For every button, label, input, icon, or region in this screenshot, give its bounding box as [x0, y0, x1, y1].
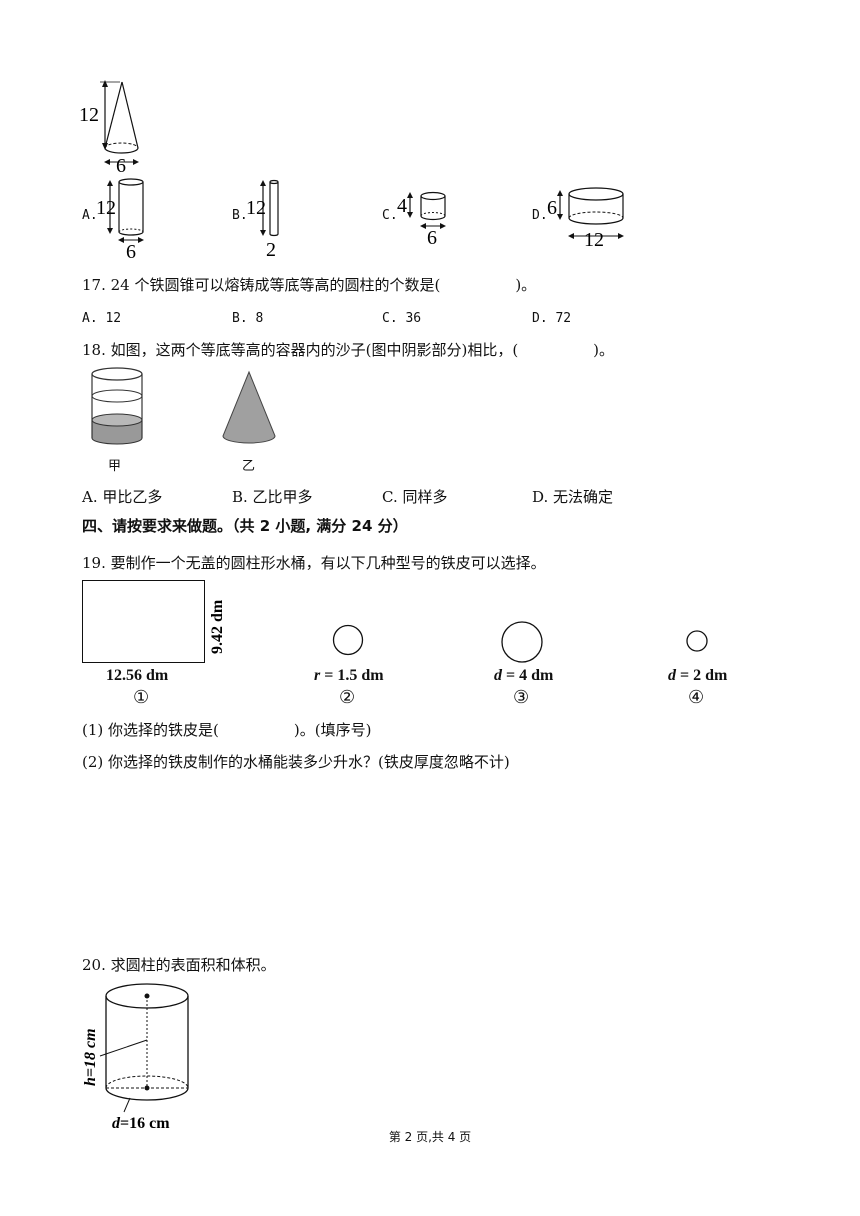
- cone-height-label: 12: [79, 104, 99, 126]
- q19-d4-val: = 2 dm: [676, 667, 728, 684]
- opt-a-width-label: 6: [126, 241, 136, 258]
- q19-circle-2[interactable]: [332, 624, 364, 656]
- q19-r-val: = 1.5 dm: [320, 667, 384, 684]
- q17-option-c[interactable]: C. 36: [382, 311, 422, 326]
- q19-sub-question-1: (1) 你选择的铁皮是( )。(填序号): [82, 721, 372, 739]
- q19-rect-width-label: 12.56 dm: [106, 667, 169, 684]
- q20-question: 20. 求圆柱的表面积和体积。: [82, 956, 276, 974]
- page-footer: 第 2 页,共 4 页: [388, 1130, 472, 1144]
- q20-d-var: d: [112, 1115, 121, 1132]
- q19-sheet-rectangle[interactable]: [82, 580, 205, 663]
- q17-option-b[interactable]: B. 8: [232, 311, 264, 326]
- opt-b-height-label: 12: [246, 197, 266, 219]
- q16-option-c-cylinder[interactable]: 4 6: [396, 188, 456, 248]
- q16-cone-figure: 12 6: [79, 80, 139, 176]
- q17-option-d[interactable]: D. 72: [532, 311, 572, 326]
- q19-number-1: ①: [133, 687, 150, 707]
- q16-option-b-cylinder[interactable]: 12 2: [246, 176, 286, 258]
- q18-option-a[interactable]: A. 甲比乙多: [82, 488, 163, 506]
- q19-number-2: ②: [339, 687, 356, 707]
- q18-label-yi: 乙: [242, 459, 256, 474]
- opt-b-width-label: 2: [266, 239, 276, 258]
- q18-container-jia: [91, 367, 143, 445]
- q16-option-d-letter[interactable]: D.: [532, 208, 548, 223]
- q20-cylinder-figure: h=18 cm d=16 cm: [82, 983, 189, 1132]
- q19-sub-question-2: (2) 你选择的铁皮制作的水桶能装多少升水？(铁皮厚度忽略不计): [82, 753, 510, 771]
- q16-option-b-letter[interactable]: B.: [232, 208, 248, 223]
- q16-option-c-letter[interactable]: C.: [382, 208, 398, 223]
- q19-rect-height-label: 9.42 dm: [209, 599, 226, 654]
- q18-cone-yi: [222, 370, 276, 444]
- q19-rect-height-label-box: 9.42 dm: [209, 599, 226, 654]
- q19-number-4: ④: [688, 687, 705, 707]
- q19-number-3: ③: [513, 687, 530, 707]
- q19-circle-2-label: r = 1.5 dm: [314, 667, 384, 685]
- q19-circle-3[interactable]: [500, 620, 544, 664]
- q19-circle-3-label: d = 4 dm: [494, 667, 553, 685]
- q16-option-a-letter[interactable]: A.: [82, 208, 98, 223]
- q19-d3-var: d: [494, 667, 502, 684]
- q17-option-a[interactable]: A. 12: [82, 311, 122, 326]
- q19-question: 19. 要制作一个无盖的圆柱形水桶，有以下几种型号的铁皮可以选择。: [82, 554, 546, 572]
- opt-a-height-label: 12: [96, 197, 116, 219]
- q19-circle-4[interactable]: [685, 629, 709, 653]
- cone-base-label: 6: [116, 155, 126, 176]
- q17-question: 17. 24 个铁圆锥可以熔铸成等底等高的圆柱的个数是( )。: [82, 276, 537, 294]
- q18-label-jia: 甲: [108, 459, 122, 474]
- q18-option-d[interactable]: D. 无法确定: [532, 488, 614, 506]
- opt-d-height-label: 6: [547, 197, 557, 219]
- q16-option-a-cylinder[interactable]: 12 6: [96, 176, 158, 258]
- q19-r-var: r: [314, 667, 321, 684]
- opt-c-height-label: 4: [397, 195, 407, 217]
- q18-question: 18. 如图，这两个等底等高的容器内的沙子(图中阴影部分)相比，( )。: [82, 341, 615, 359]
- q18-option-b[interactable]: B. 乙比甲多: [232, 488, 313, 506]
- section-4-title: 四、请按要求来做题。（共 2 小题, 满分 24 分）: [82, 517, 408, 535]
- q20-d-val: =16 cm: [120, 1115, 170, 1132]
- q20-diameter-label: d=16 cm: [112, 1115, 170, 1132]
- q20-height-label: h=18 cm: [82, 1028, 99, 1086]
- q18-option-c[interactable]: C. 同样多: [382, 488, 448, 506]
- opt-c-width-label: 6: [427, 227, 437, 248]
- q16-option-d-cylinder[interactable]: 6 12: [546, 184, 630, 250]
- q19-circle-4-label: d = 2 dm: [668, 667, 727, 685]
- q19-d3-val: = 4 dm: [502, 667, 554, 684]
- q19-d4-var: d: [668, 667, 676, 684]
- opt-d-width-label: 12: [584, 229, 604, 250]
